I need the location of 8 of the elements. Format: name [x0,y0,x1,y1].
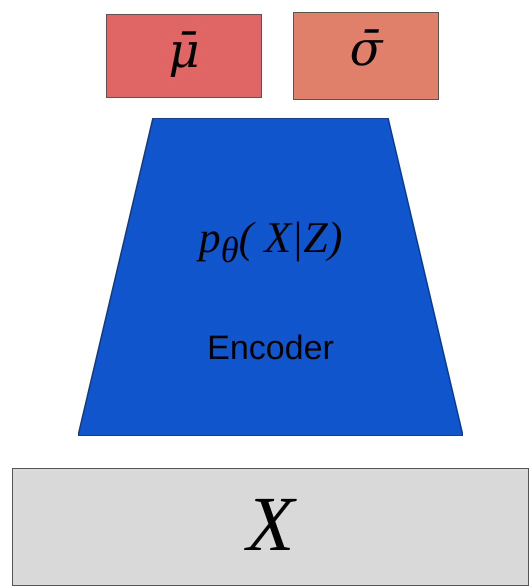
encoder-label: Encoder [207,329,334,367]
input-symbol: X [246,480,294,567]
likelihood-formula: p$_{θ}$( X|Z) [198,213,342,262]
input-box [12,468,529,586]
mean-symbol: μ̄ [168,23,200,79]
mean-box [106,14,262,98]
std-box [293,12,439,100]
std-symbol: σ̄ [350,21,382,77]
